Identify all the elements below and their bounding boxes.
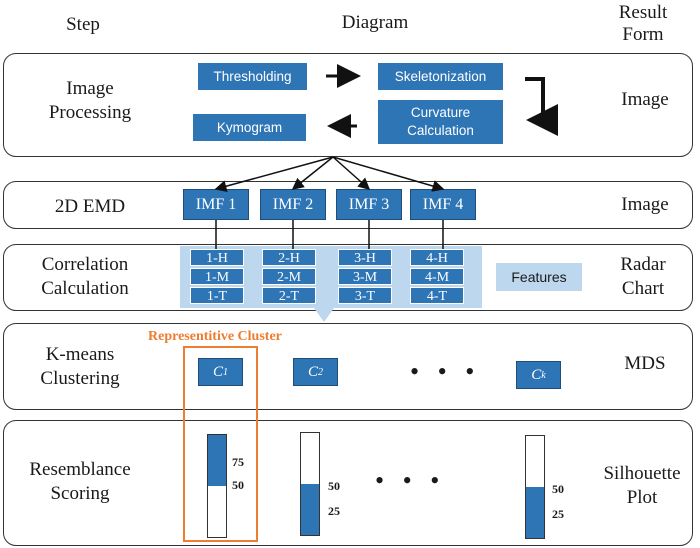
silhouette-bar-3 — [525, 435, 545, 539]
corr-cell: 3-T — [338, 287, 392, 304]
tick-label: 50 — [232, 478, 244, 492]
result-radar-chart: Radar Chart — [620, 254, 666, 299]
step-correlation: Correlation Calculation — [41, 254, 129, 299]
row-resemblance — [3, 420, 693, 546]
corr-cell: 4-M — [410, 268, 464, 285]
header-result-form: Result Form — [618, 2, 668, 45]
result-image-2: Image — [621, 194, 669, 215]
skeletonization-box: Skeletonization — [378, 63, 503, 90]
representative-cluster-frame — [183, 346, 258, 542]
tick-label: 50 — [328, 479, 340, 493]
cluster-c1-base: C — [212, 363, 223, 380]
result-silhouette-plot: Silhouette Plot — [603, 463, 681, 508]
header-diagram: Diagram — [341, 12, 409, 33]
row-kmeans — [3, 323, 693, 410]
silhouette-bar-2 — [300, 432, 320, 536]
corr-cell: 4-H — [410, 249, 464, 266]
silhouette-bar-1-fill — [208, 435, 226, 486]
corr-cell: 1-T — [190, 287, 244, 304]
thresholding-box: Thresholding — [198, 63, 307, 90]
arrow-skeleton-to-curvature — [525, 77, 558, 136]
corr-cell: 3-M — [338, 268, 392, 285]
step-resemblance: Resemblance Scoring — [29, 459, 131, 504]
cluster-ellipsis: • • • — [410, 357, 481, 386]
header-step: Step — [66, 14, 100, 35]
cluster-ck-sub: k — [541, 369, 546, 381]
silhouette-bar-1 — [207, 434, 227, 538]
step-image-processing: Image Processing — [48, 78, 132, 123]
features-box: Features — [496, 263, 582, 291]
corr-cell: 4-T — [410, 287, 464, 304]
step-2d-emd: 2D EMD — [54, 196, 126, 217]
result-image-1: Image — [621, 89, 669, 110]
tick-label: 25 — [552, 507, 564, 521]
step-kmeans: K-means Clustering — [40, 344, 120, 389]
corr-cell: 1-M — [190, 268, 244, 285]
cluster-ck-base: C — [531, 366, 542, 383]
corr-cell: 1-H — [190, 249, 244, 266]
representative-cluster-label: Representitive Cluster — [148, 329, 282, 344]
silhouette-ellipsis: • • • — [375, 466, 446, 495]
corr-cell: 2-H — [262, 249, 316, 266]
cluster-c1-sub: 1 — [223, 366, 228, 378]
corr-cell: 3-H — [338, 249, 392, 266]
silhouette-bar-3-fill — [526, 487, 544, 538]
tick-label: 50 — [552, 482, 564, 496]
silhouette-bar-2-fill — [301, 484, 319, 535]
corr-cell: 2-M — [262, 268, 316, 285]
cluster-c2-base: C — [307, 363, 318, 380]
tick-label: 75 — [232, 455, 244, 469]
arrow-correlation-to-clustering — [314, 308, 334, 322]
tick-label: 25 — [328, 504, 340, 518]
kymogram-box: Kymogram — [193, 114, 306, 141]
curvature-box: Curvature Calculation — [378, 100, 503, 144]
imf-4-box: IMF 4 — [410, 189, 476, 220]
imf-1-box: IMF 1 — [183, 189, 249, 220]
cluster-c2-sub: 2 — [318, 366, 323, 378]
corr-cell: 2-T — [262, 287, 316, 304]
result-mds: MDS — [624, 353, 666, 374]
